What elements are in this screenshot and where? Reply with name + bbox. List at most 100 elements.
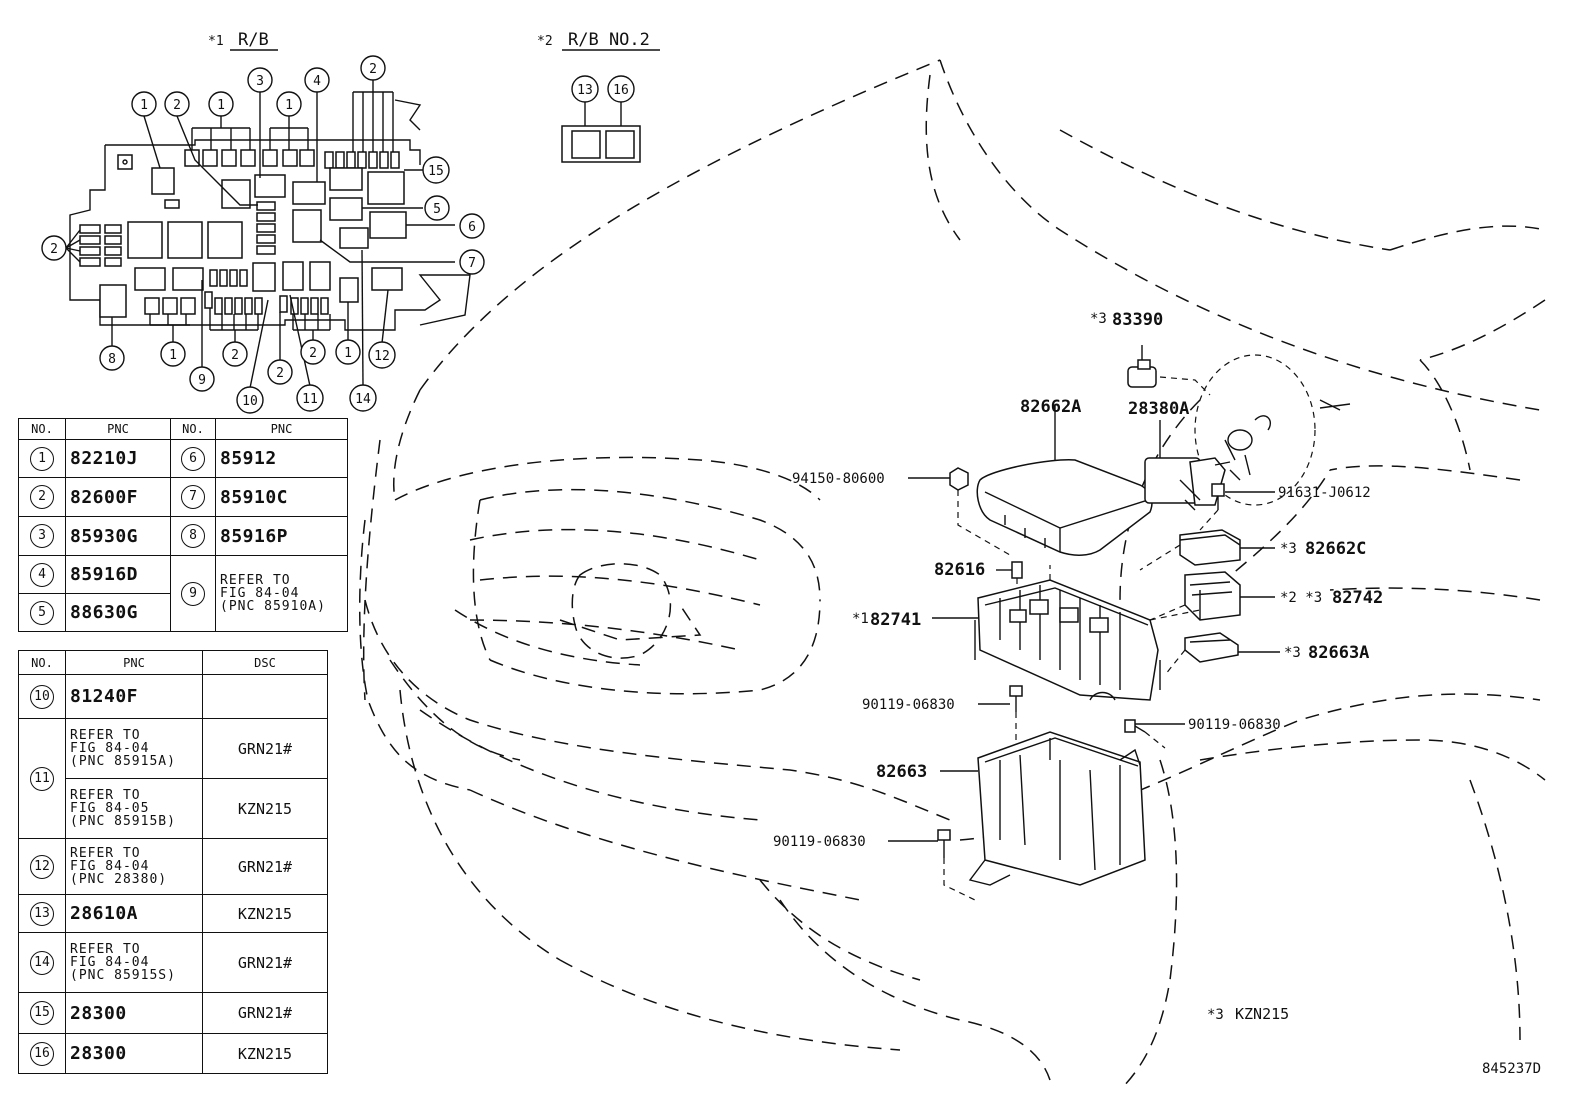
rb-mark: *1 xyxy=(208,34,224,49)
ref-cell: REFER TO FIG 84-05 (PNC 85915B) xyxy=(65,778,203,839)
callout-1b: 1 xyxy=(217,98,225,113)
callout-12: 12 xyxy=(374,349,390,364)
ref-cell: REFER TO FIG 84-04 (PNC 85910A) xyxy=(215,555,348,632)
label-82742: 82742 xyxy=(1332,588,1383,608)
ref-line: REFER TO xyxy=(220,573,291,588)
ref-line: FIG 84-05 xyxy=(70,801,150,816)
label-28380A: 28380A xyxy=(1128,399,1189,419)
relay-block-82741 xyxy=(974,565,1201,701)
table-row: 14 REFER TO FIG 84-04 (PNC 85915S) GRN21… xyxy=(18,932,328,993)
label-82616: 82616 xyxy=(934,560,985,580)
callout-10: 10 xyxy=(242,394,258,409)
dsc-cell: GRN21# xyxy=(202,932,328,993)
rb2-schematic: 13 16 xyxy=(561,75,641,163)
callout-1e: 1 xyxy=(344,346,352,361)
row-number: 7 xyxy=(181,485,205,509)
dsc-cell: KZN215 xyxy=(202,1033,328,1074)
ref-line: REFER TO xyxy=(70,788,141,803)
ref-line: FIG 84-04 xyxy=(70,859,150,874)
callout-8: 8 xyxy=(108,352,116,367)
table-row: 1 82210J 6 85912 xyxy=(18,439,348,478)
label-82662A: 82662A xyxy=(1020,397,1081,417)
table-row: REFER TO FIG 84-05 (PNC 85915B) KZN215 xyxy=(19,778,328,839)
label-83390-mark: *3 xyxy=(1090,311,1107,327)
ref-line: FIG 84-04 xyxy=(70,955,150,970)
ref-line: (PNC 85910A) xyxy=(220,599,326,614)
footnote-mark: *3 xyxy=(1207,1007,1224,1023)
pnc-cell: 81240F xyxy=(65,674,203,719)
row-number: 6 xyxy=(181,446,205,471)
pnc-table-2: NO. PNC DSC 10 81240F 11 REFER TO FIG 84… xyxy=(18,650,328,1074)
rb2-header: *2 R/B NO.2 xyxy=(537,30,660,51)
callout-1c: 1 xyxy=(285,98,293,113)
callout-1a: 1 xyxy=(140,98,148,113)
callout-7: 7 xyxy=(468,256,476,271)
pnc-table-1: NO. PNC NO. PNC 1 82210J 6 85912 2 82600… xyxy=(18,418,348,632)
rb-top-fuses xyxy=(184,149,400,169)
part-labels: *3 83390 82662A 28380A 94150-80600 91631… xyxy=(773,310,1383,850)
callout-2d: 2 xyxy=(231,348,239,363)
row-number: 8 xyxy=(181,524,205,548)
pnc-cell: 28610A xyxy=(65,894,203,933)
ref-line: (PNC 85915B) xyxy=(70,814,176,829)
pnc-cell: 28300 xyxy=(65,1033,203,1074)
row-number: 12 xyxy=(30,854,54,879)
table-row: 4 85916D 9 REFER TO FIG 84-04 (PNC 85910… xyxy=(18,555,348,632)
dsc-cell: GRN21# xyxy=(202,992,328,1034)
table-row: 12 REFER TO FIG 84-04 (PNC 28380) GRN21# xyxy=(18,838,328,895)
callout-11: 11 xyxy=(302,392,318,407)
ref-cell: REFER TO FIG 84-04 (PNC 28380) xyxy=(65,838,203,895)
table2-h-no: NO. xyxy=(18,650,66,675)
ref-cell: REFER TO FIG 84-04 (PNC 85915A) xyxy=(65,718,203,779)
callout-6: 6 xyxy=(468,220,476,235)
label-90119-c: 90119-06830 xyxy=(773,834,866,850)
callout-15: 15 xyxy=(428,164,444,179)
callout-16: 16 xyxy=(613,83,629,98)
dsc-cell: GRN21# xyxy=(202,718,328,779)
bolt-90119-b xyxy=(1124,719,1166,749)
ref-line: FIG 84-04 xyxy=(70,741,150,756)
cover-82662A xyxy=(976,405,1153,556)
table-row: 13 28610A KZN215 xyxy=(18,894,328,933)
ref-line: REFER TO xyxy=(70,728,141,743)
bolt-90119-c xyxy=(937,829,976,901)
row-number: 1 xyxy=(30,446,54,471)
dsc-cell xyxy=(202,674,328,719)
rb-schematic xyxy=(65,80,471,389)
pnc-cell: 85916D xyxy=(65,555,171,594)
label-82662C: 82662C xyxy=(1305,539,1366,559)
label-82662C-mark: *3 xyxy=(1280,541,1297,557)
table1-h-pnc1: PNC xyxy=(65,418,171,440)
bolt-91631 xyxy=(1199,483,1225,531)
label-90119-b: 90119-06830 xyxy=(1188,717,1281,733)
ref-line: FIG 84-04 xyxy=(220,586,300,601)
label-82741: 82741 xyxy=(870,610,921,630)
table-row: 3 85930G 8 85916P xyxy=(18,516,348,556)
ref-line: (PNC 85915A) xyxy=(70,754,176,769)
ref-line: REFER TO xyxy=(70,846,141,861)
callout-4: 4 xyxy=(313,74,321,89)
table2-h-dsc: DSC xyxy=(202,650,328,675)
rb2-mark: *2 xyxy=(537,34,553,49)
ref-cell: REFER TO FIG 84-04 (PNC 85915S) xyxy=(65,932,203,993)
table1-h-no1: NO. xyxy=(18,418,66,440)
table1-header: NO. PNC NO. PNC xyxy=(18,418,348,440)
callout-9: 9 xyxy=(198,373,206,388)
pnc-cell: 85912 xyxy=(215,439,348,478)
callout-2b: 2 xyxy=(369,62,377,77)
label-90119-a: 90119-06830 xyxy=(862,697,955,713)
row-number: 4 xyxy=(30,562,54,587)
table-row: 11 REFER TO FIG 84-04 (PNC 85915A) GRN21… xyxy=(18,718,328,839)
bracket-82663A xyxy=(1164,632,1239,676)
rb-title: R/B xyxy=(238,30,269,50)
rb-callouts: 1 2 1 3 1 4 2 15 5 6 7 2 8 1 9 2 10 2 11… xyxy=(41,55,485,414)
callout-13: 13 xyxy=(577,83,593,98)
table2-h-pnc: PNC xyxy=(65,650,203,675)
cap-82662C xyxy=(1139,529,1241,571)
dsc-cell: KZN215 xyxy=(202,894,328,933)
row-number: 9 xyxy=(181,581,205,606)
bolt-90119-a xyxy=(1009,685,1023,740)
row-number: 14 xyxy=(30,950,54,975)
row-number: 3 xyxy=(30,524,54,548)
